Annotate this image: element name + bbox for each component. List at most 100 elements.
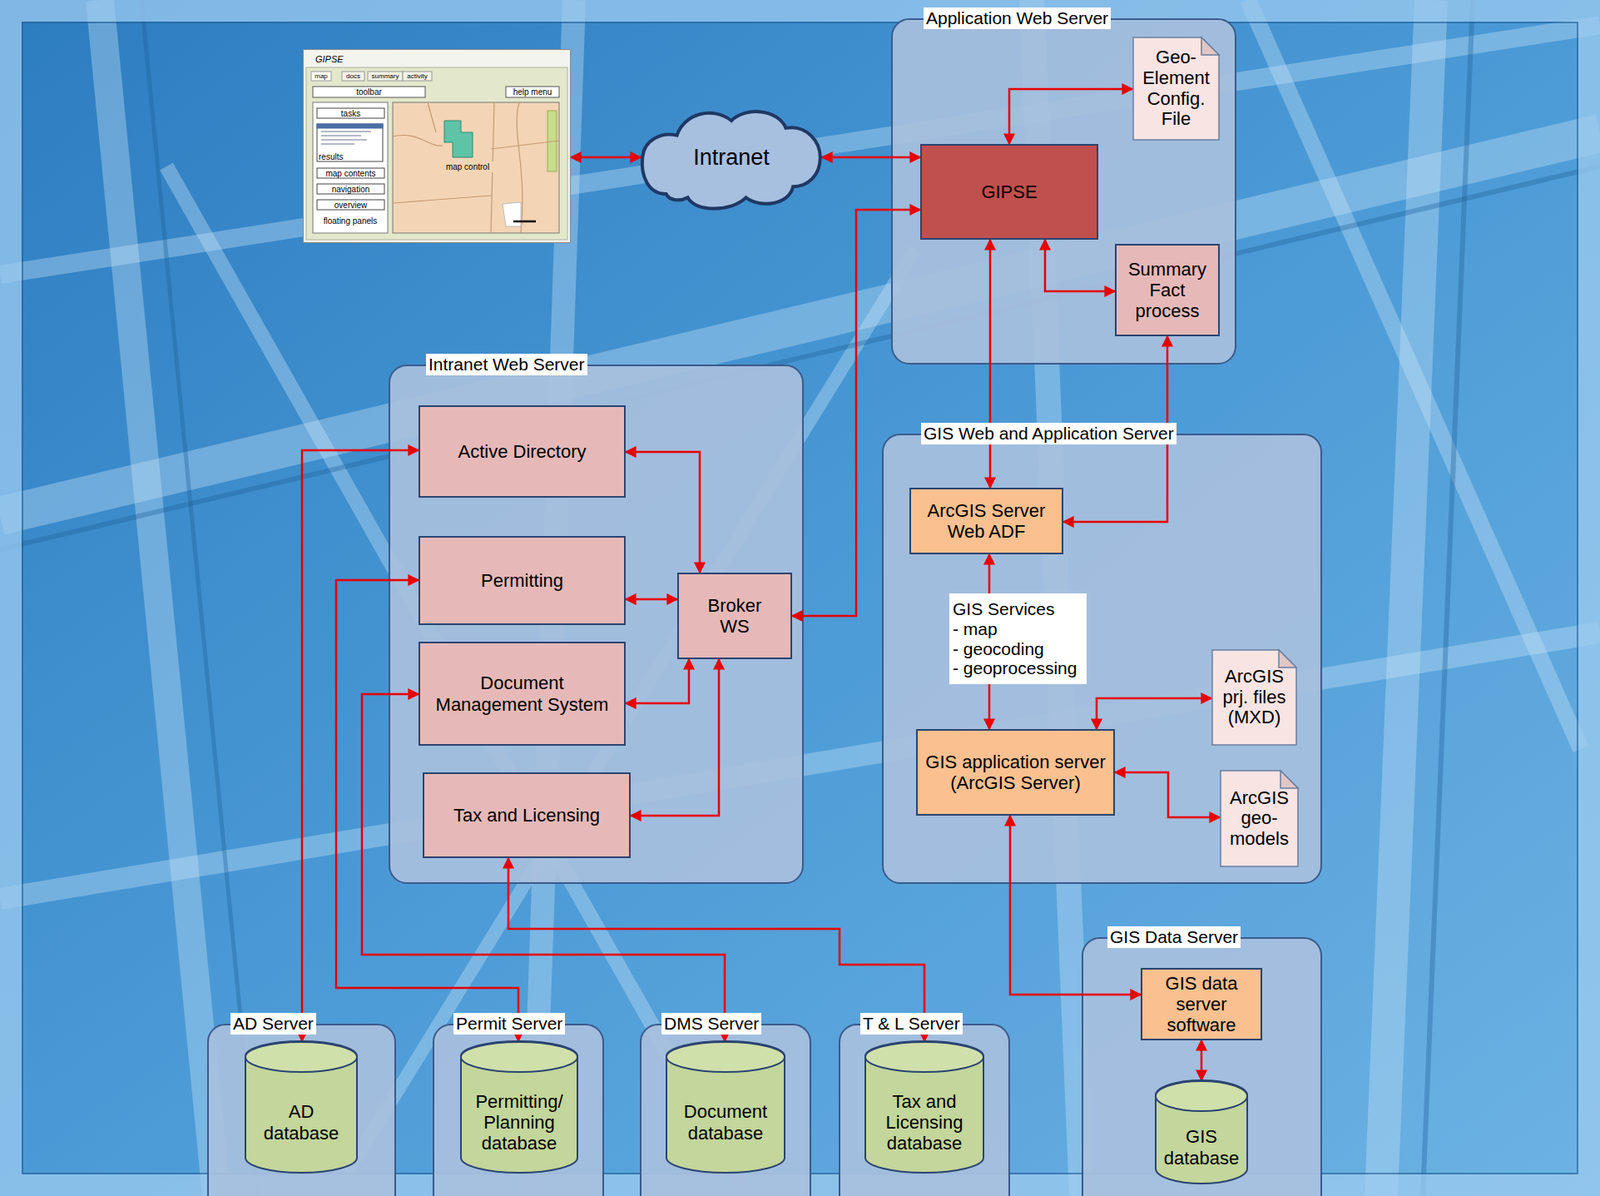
server-group: Intranet Web ServerActive DirectoryPermi… [388, 364, 804, 884]
text-block: Permitting/ Planning database [464, 1090, 575, 1155]
connector-arrow [508, 857, 925, 1041]
ui-label: navigation [317, 183, 385, 195]
connector-arrow [1200, 1040, 1204, 1080]
text-block: Document Management System [425, 672, 620, 715]
server-group: T & L ServerTax and Licensing database [838, 1023, 1011, 1196]
connector-arrow [630, 658, 719, 816]
process-box: ArcGIS Server Web ADF [909, 487, 1064, 555]
process-box: Summary Fact process [1114, 243, 1220, 337]
node-label: Summary Fact process [1121, 258, 1214, 322]
database-cylinder: GIS database [1154, 1079, 1249, 1184]
database-cylinder: AD database [244, 1040, 358, 1174]
services-note: GIS Services- map- geocoding- geoprocess… [949, 593, 1087, 684]
ui-label: map control [434, 161, 501, 173]
screenshot-thumbnail: GIPSEmapdocssummaryactivitytoolbarhelp m… [302, 49, 571, 243]
process-box: Permitting [418, 535, 626, 625]
text-block: Tax and Licensing database [868, 1090, 981, 1155]
node-label: GIS database [1159, 1125, 1244, 1169]
process-box: Tax and Licensing [422, 772, 631, 858]
ui-label: map [311, 71, 332, 81]
node-label: Tax and Licensing database [868, 1090, 981, 1155]
ui-label: floating panels [312, 215, 388, 227]
service-list-item: - geocoding [952, 639, 1084, 659]
server-group: Permit ServerPermitting/ Planning databa… [432, 1023, 605, 1196]
connector-arrow [792, 209, 921, 616]
connector-arrow [1009, 89, 1133, 144]
container-title: DMS Server [661, 1012, 762, 1035]
connector-arrow [988, 554, 991, 729]
container-title: T & L Server [860, 1012, 963, 1035]
connector-arrow [336, 579, 519, 1041]
process-box: GIPSE [920, 143, 1099, 240]
text-block: GIS database [1159, 1125, 1244, 1169]
ui-label: toolbar [312, 86, 426, 98]
process-box: GIS data server software [1140, 967, 1263, 1041]
ui-label: overview [317, 199, 385, 211]
text-block: GIPSE [926, 181, 1092, 203]
node-label: Document database [669, 1100, 782, 1144]
server-group: Application Web ServerGeo-Element Config… [891, 18, 1237, 365]
database-cylinder: Tax and Licensing database [864, 1040, 985, 1174]
node-label: GIPSE [926, 181, 1092, 203]
text-block: ArcGIS geo-models [1223, 787, 1295, 850]
text-block: ArcGIS Server Web ADF [916, 500, 1057, 543]
server-group: GIS Web and Application ServerArcGIS Ser… [881, 433, 1323, 884]
node-label: Active Directory [425, 440, 620, 462]
connector-arrow [570, 156, 641, 159]
node-label: AD database [248, 1100, 354, 1144]
file-document: Geo-Element Config. File [1132, 36, 1220, 141]
node-label: Document Management System [425, 672, 620, 715]
node-label: ArcGIS geo-models [1223, 787, 1295, 850]
container-title: GIS Web and Application Server [921, 422, 1177, 445]
container-title: GIS Data Server [1107, 926, 1241, 948]
node-label: GIS data server software [1147, 972, 1256, 1036]
connector-arrow [822, 156, 921, 159]
text-block: GIS data server software [1147, 972, 1256, 1036]
text-block: Intranet [693, 144, 770, 171]
ui-label: summary [367, 71, 403, 81]
container-title: Permit Server [453, 1012, 565, 1035]
node-label: Tax and Licensing [429, 804, 625, 826]
connector-arrow [625, 598, 678, 601]
node-label: ArcGIS Server Web ADF [916, 500, 1057, 543]
service-list-item: - geoprocessing [952, 658, 1084, 679]
node-label: Broker WS [702, 594, 768, 638]
text-block: Broker WS [702, 594, 768, 638]
cloud-label: Intranet [693, 144, 770, 171]
text-block: GIS application server (ArcGIS Server) [922, 751, 1109, 794]
process-box: Active Directory [418, 405, 626, 498]
database-cylinder: Document database [665, 1040, 786, 1174]
container-title: Application Web Server [923, 7, 1111, 30]
node-label: ArcGIS prj. files (MXD) [1215, 666, 1293, 729]
ui-label: map contents [317, 168, 385, 179]
connector-arrow [1045, 239, 1115, 292]
connector-arrow [625, 658, 689, 704]
connector-arrow [625, 451, 700, 573]
server-group: AD ServerAD database [207, 1023, 397, 1196]
node-label: Geo-Element Config. File [1136, 47, 1216, 130]
process-box: Broker WS [677, 572, 793, 659]
connector-arrow [1096, 698, 1212, 729]
database-cylinder: Permitting/ Planning database [460, 1040, 579, 1174]
node-label: Permitting [425, 569, 620, 591]
ui-label: help menu [505, 86, 560, 98]
container-title: Intranet Web Server [426, 353, 588, 376]
file-document: ArcGIS geo-models [1219, 769, 1299, 867]
connector-arrow [1063, 336, 1168, 522]
text-block: Permitting [425, 569, 620, 591]
text-block: Tax and Licensing [429, 804, 625, 826]
text-block: Summary Fact process [1121, 258, 1214, 322]
ui-label: GIPSE [315, 53, 366, 65]
text-block: ArcGIS prj. files (MXD) [1215, 666, 1293, 729]
node-label: Permitting/ Planning database [464, 1090, 575, 1155]
ui-label: activity [402, 71, 432, 81]
connector-arrow [302, 450, 419, 1041]
text-block: Active Directory [425, 440, 620, 462]
node-label: GIS application server (ArcGIS Server) [922, 751, 1109, 794]
service-list-item: GIS Services [952, 599, 1084, 620]
ui-label: tasks [317, 108, 385, 119]
container-title: AD Server [230, 1012, 317, 1035]
connector-arrow [361, 693, 725, 1041]
file-document: ArcGIS prj. files (MXD) [1211, 648, 1298, 746]
process-box: Document Management System [418, 641, 626, 746]
